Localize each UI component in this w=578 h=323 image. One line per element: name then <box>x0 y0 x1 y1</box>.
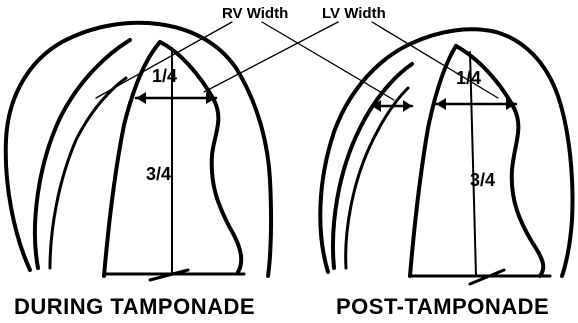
caption-post: POST-TAMPONADE <box>336 294 549 319</box>
rv-width-label: RV Width <box>222 5 288 22</box>
lv-width-leader-during <box>204 22 338 92</box>
rv-width-leader-during <box>96 22 232 98</box>
caption-during: DURING TAMPONADE <box>14 294 255 319</box>
arrowhead-left-post <box>436 98 446 110</box>
heart-outline-during <box>6 23 271 276</box>
rv-free-wall-during <box>35 40 130 268</box>
panel-post-tamponade: 1/4 3/4 POST-TAMPONADE <box>320 29 572 319</box>
panel-during-tamponade: 1/4 3/4 DURING TAMPONADE <box>6 23 271 319</box>
septum-post <box>410 46 456 276</box>
rv-arrowhead-right-post <box>403 100 412 112</box>
lower-fraction-post: 3/4 <box>470 170 495 190</box>
lv-width-label: LV Width <box>322 5 386 22</box>
arrowhead-left-during <box>136 92 146 104</box>
rv-inner-wall-post <box>346 88 408 268</box>
lower-fraction-during: 3/4 <box>146 164 171 184</box>
rv-width-leader-post <box>262 22 394 100</box>
upper-fraction-during: 1/4 <box>152 66 177 86</box>
